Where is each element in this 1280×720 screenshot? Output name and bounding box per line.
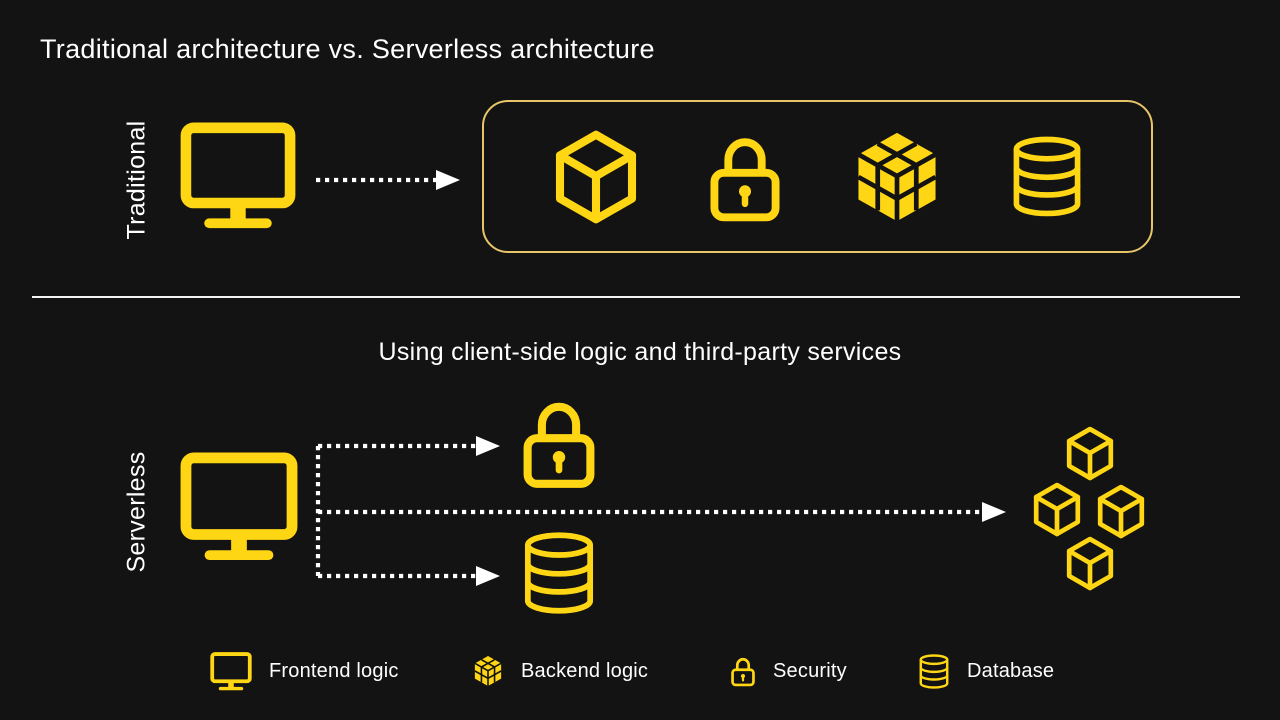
legend-item-security: Security (730, 650, 847, 692)
lock-icon (730, 655, 756, 687)
cube-icon (551, 130, 641, 224)
legend-label: Database (967, 659, 1055, 682)
lock-icon (707, 130, 783, 223)
monitor-icon (180, 122, 296, 230)
dotted-connector-arrows (315, 436, 1006, 586)
lock-icon (520, 394, 598, 490)
server-services-box (482, 100, 1153, 253)
serverless-subtitle: Using client-side logic and third-party … (378, 338, 902, 366)
legend-label: Backend logic (521, 659, 649, 682)
legend-label: Frontend logic (269, 659, 399, 682)
monitor-icon (210, 652, 252, 691)
database-icon (918, 654, 950, 689)
legend-item-frontend: Frontend logic (210, 650, 399, 692)
legend-label: Security (773, 659, 847, 682)
monitor-icon (180, 452, 298, 562)
section-label-serverless: Serverless (122, 451, 151, 573)
backend-cube-icon (472, 655, 504, 687)
dotted-arrow-icon (316, 170, 460, 190)
database-icon (521, 532, 597, 614)
database-icon (1010, 136, 1084, 217)
section-label-traditional: Traditional (122, 120, 151, 240)
legend-item-database: Database (918, 650, 1054, 692)
backend-cube-icon (850, 130, 944, 224)
section-divider (32, 296, 1240, 298)
cube-cluster-icon (1030, 426, 1152, 594)
legend-item-backend: Backend logic (472, 650, 648, 692)
page-title: Traditional architecture vs. Serverless … (40, 34, 655, 64)
